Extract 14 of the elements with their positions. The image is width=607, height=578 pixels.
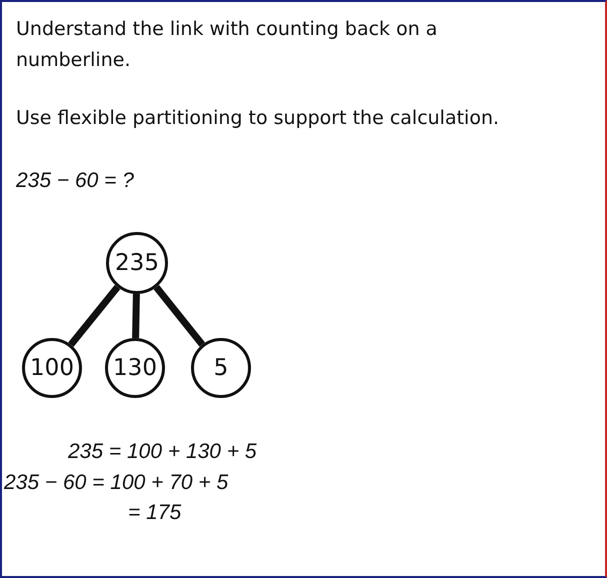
text-line: = 175	[128, 500, 182, 526]
number-text: 5	[214, 355, 228, 381]
text-line: Understand the link with counting back on a numberline.	[16, 17, 438, 73]
text-line: Use flexible partitioning to support the calculation.	[16, 106, 500, 131]
number-text: 130	[113, 355, 157, 381]
connector-line	[68, 284, 120, 347]
connector-line	[132, 294, 140, 338]
number-text: 235	[115, 250, 159, 276]
text-line: 235 − 60 = ?	[16, 168, 134, 194]
text-line: 235 = 100 + 130 + 5	[68, 439, 257, 465]
connector-line	[154, 285, 205, 347]
number-circle	[106, 232, 168, 294]
text-line: 235 − 60 = 100 + 70 + 5	[4, 470, 228, 496]
number-text: 100	[30, 355, 74, 381]
